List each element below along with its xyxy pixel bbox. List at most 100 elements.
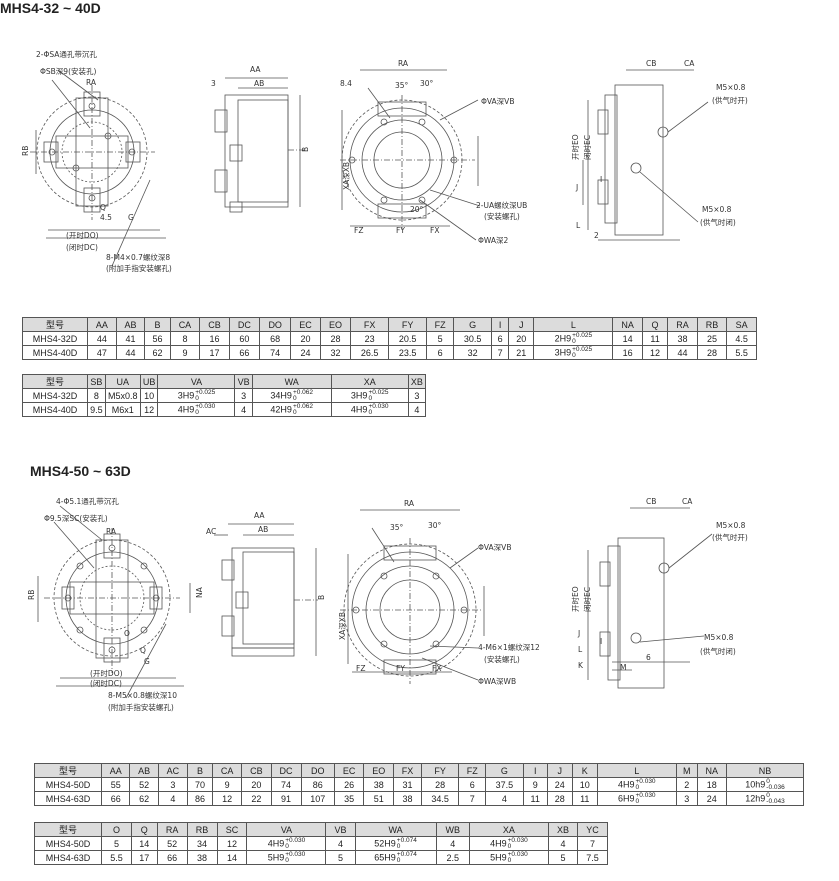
table-cell: 34 bbox=[186, 836, 218, 851]
label-dim-l: L bbox=[578, 645, 583, 654]
section-title-50-63: MHS4-50 ~ 63D bbox=[30, 463, 131, 479]
tol-lower: 0 bbox=[195, 394, 199, 402]
table-cell: 28 bbox=[319, 331, 352, 346]
tol-upper: +0.030 bbox=[507, 850, 528, 858]
label-sb-depth: ΦSB深9(安装孔) bbox=[40, 66, 97, 76]
label-supply-open: (供气时开) bbox=[712, 532, 748, 542]
header-cell: AB bbox=[129, 763, 159, 778]
label-dim-fy: FY bbox=[396, 664, 405, 673]
header-cell: EC bbox=[290, 317, 321, 332]
header-cell: FY bbox=[420, 763, 460, 778]
header-cell: G bbox=[485, 763, 524, 778]
label-open-eo: 开时EO bbox=[570, 134, 580, 160]
tol-base: 65H9 bbox=[374, 851, 396, 862]
label-open-do: (开时DO) bbox=[90, 668, 123, 678]
label-m5-open: M5×0.8 bbox=[716, 521, 746, 530]
table-cell: 12 bbox=[212, 791, 243, 806]
tol-base: 52H9 bbox=[374, 837, 396, 848]
header-cell: DC bbox=[270, 763, 302, 778]
header-cell: NA bbox=[612, 317, 643, 332]
label-dim-fx: FX bbox=[432, 664, 441, 673]
tol-lower: 0 bbox=[285, 842, 289, 850]
tol-base: 4H9 bbox=[177, 403, 195, 414]
spec-table-50-63-b: 型号 O Q RA RB SC VA VB WA WB XA XB YC MHS… bbox=[34, 822, 608, 865]
tol-lower: 0 bbox=[572, 337, 576, 345]
label-dim-cb: CB bbox=[646, 497, 656, 506]
table-cell: 24 bbox=[546, 777, 573, 792]
table-cell: 28 bbox=[696, 345, 728, 360]
tol-base: 5H9 bbox=[490, 851, 507, 862]
table-cell: 55 bbox=[100, 777, 131, 792]
header-cell: CB bbox=[241, 763, 272, 778]
header-cell: XB bbox=[407, 374, 427, 389]
table-cell: 6 bbox=[458, 777, 487, 792]
label-closed-ec: 闭时EC bbox=[582, 587, 592, 612]
label-dim-i: I bbox=[600, 175, 602, 184]
table-cell: 37.5 bbox=[485, 777, 524, 792]
tol-lower: 0 bbox=[368, 408, 373, 416]
header-cell: NB bbox=[726, 763, 804, 778]
tol-base: 6H9 bbox=[617, 792, 635, 803]
label-dim-fy: FY bbox=[396, 226, 405, 235]
label-m5-close: M5×0.8 bbox=[702, 205, 732, 214]
table-cell: 44 bbox=[87, 331, 117, 346]
label-rb: RB bbox=[27, 590, 36, 600]
table-cell: 21 bbox=[508, 345, 535, 360]
table-cell: 86 bbox=[187, 791, 214, 806]
table-cell: 24 bbox=[290, 345, 321, 360]
table-cell: 10 bbox=[139, 388, 159, 403]
table-cell: 20 bbox=[508, 331, 535, 346]
header-cell: AC bbox=[157, 763, 189, 778]
label-supply-open: (供气时开) bbox=[712, 95, 748, 105]
label-closed-dc: (闭时DC) bbox=[66, 242, 98, 252]
header-cell: AB bbox=[115, 317, 146, 332]
tol-upper: +0.025 bbox=[572, 331, 593, 339]
table-cell: 38 bbox=[363, 777, 395, 792]
table-cell: 4 bbox=[407, 402, 427, 417]
table-cell: 3 bbox=[407, 388, 427, 403]
tol-lower: -0.043 bbox=[766, 797, 785, 805]
label-dim-j: J bbox=[577, 629, 580, 638]
table-cell: 26.5 bbox=[350, 345, 390, 360]
table-cell: 14 bbox=[612, 331, 643, 346]
label-closed-ec: 闭时EC bbox=[582, 135, 592, 160]
spec-table-32-40-a: 型号 AA AB B CA CB DC DO EC EO FX FY FZ G … bbox=[22, 317, 757, 360]
technical-drawing-50-63: 4-Φ5.1通孔带沉孔 Φ9.5深SC(安装孔) RA RB NA G Q O … bbox=[27, 496, 748, 712]
header-cell: EO bbox=[363, 763, 395, 778]
label-m5-close: M5×0.8 bbox=[704, 633, 734, 642]
header-cell: EO bbox=[319, 317, 352, 332]
table-row: MHS4-63D 66 62 4 86 12 22 91 107 35 51 3… bbox=[34, 791, 804, 806]
table-cell: 74 bbox=[270, 777, 302, 792]
header-cell: CB bbox=[199, 317, 230, 332]
table-cell: 34.5 bbox=[420, 791, 460, 806]
label-closed-dc: (闭时DC) bbox=[90, 678, 122, 688]
table-cell: 7 bbox=[577, 836, 608, 851]
header-cell: K bbox=[571, 763, 598, 778]
label-dim-aa: AA bbox=[254, 511, 265, 520]
header-cell: CA bbox=[212, 763, 243, 778]
tol-lower: 0 bbox=[396, 856, 401, 864]
label-na: NA bbox=[195, 586, 204, 598]
table-cell: 12 bbox=[139, 402, 159, 417]
table-cell: 24 bbox=[696, 791, 728, 806]
table-cell: 4.5 bbox=[726, 331, 757, 346]
table-cell: 30.5 bbox=[453, 331, 493, 346]
tol-lower: 0 bbox=[368, 394, 373, 402]
tol-lower: 0 bbox=[292, 408, 297, 416]
cell-model: MHS4-50D bbox=[34, 777, 102, 792]
cell-model: MHS4-40D bbox=[22, 402, 88, 417]
table-header-row: 型号 AA AB AC B CA CB DC DO EC EO FX FY FZ… bbox=[34, 763, 804, 778]
table-cell: M5x0.8 bbox=[104, 388, 141, 403]
label-dim-84: 8.4 bbox=[340, 79, 352, 88]
header-cell: I bbox=[491, 317, 510, 332]
